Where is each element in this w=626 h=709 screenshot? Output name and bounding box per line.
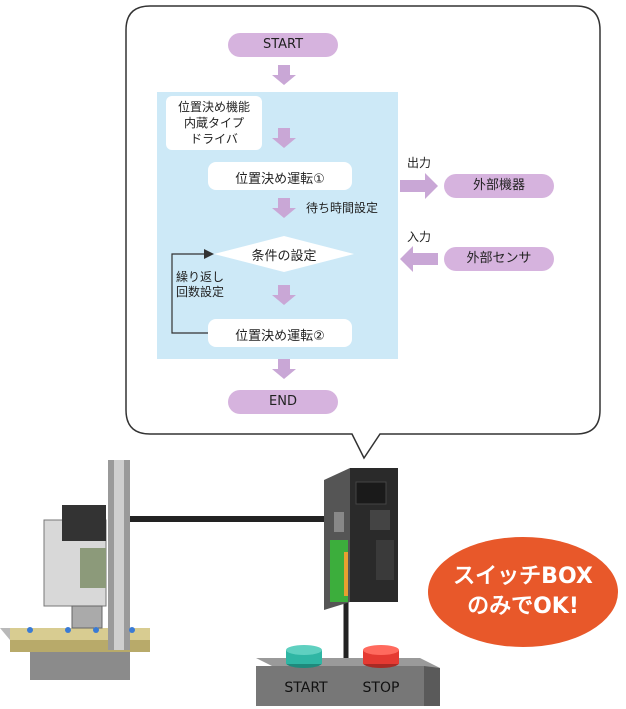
- output-arrow: [400, 173, 438, 199]
- driver-line-2: 内蔵タイプ: [183, 116, 244, 130]
- external-device-pill: [444, 174, 554, 198]
- op2-box: [208, 319, 352, 347]
- condition-diamond: [214, 236, 354, 272]
- op2-label: 位置決め運転②: [235, 329, 325, 344]
- repeat-label: 繰り返し 回数設定: [176, 270, 224, 300]
- driver-line-1: 位置決め機能: [177, 100, 250, 114]
- driver-box: [166, 96, 262, 150]
- badge-text: スイッチBOX のみでOK!: [428, 562, 618, 622]
- repeat-line-2: 回数設定: [176, 285, 225, 299]
- start-label: START: [262, 37, 304, 52]
- loop-line: [171, 253, 208, 334]
- end-pill: [228, 390, 338, 414]
- driver-unit-illustration: [324, 468, 398, 610]
- driver-line-3: ドライバ: [190, 132, 238, 146]
- op1-label: 位置決め運転①: [235, 172, 325, 187]
- end-label: END: [269, 394, 297, 409]
- switch-start-label: START: [284, 680, 328, 696]
- driver-box-text: 位置決め機能 内蔵タイプ ドライバ: [166, 99, 262, 147]
- badge-line-2: のみでOK!: [467, 594, 579, 619]
- start-pill: [228, 33, 338, 57]
- op1-box: [208, 162, 352, 190]
- input-label: 入力: [407, 230, 432, 244]
- loop-arrowhead: [204, 249, 214, 259]
- switch-stop-label: STOP: [362, 680, 400, 696]
- ok-badge: [428, 537, 618, 647]
- down-arrows: [272, 65, 296, 379]
- external-sensor-pill: [444, 247, 554, 271]
- output-label: 出力: [407, 156, 432, 170]
- condition-label: 条件の設定: [251, 249, 317, 264]
- external-sensor-label: 外部センサ: [466, 251, 532, 266]
- repeat-line-1: 繰り返し: [176, 270, 225, 284]
- input-arrow: [400, 246, 438, 272]
- switch-box-illustration: [256, 645, 440, 706]
- external-device-label: 外部機器: [472, 178, 525, 193]
- badge-line-1: スイッチBOX: [453, 564, 593, 589]
- actuator-illustration: [0, 460, 150, 680]
- wait-time-label: 待ち時間設定: [306, 201, 379, 215]
